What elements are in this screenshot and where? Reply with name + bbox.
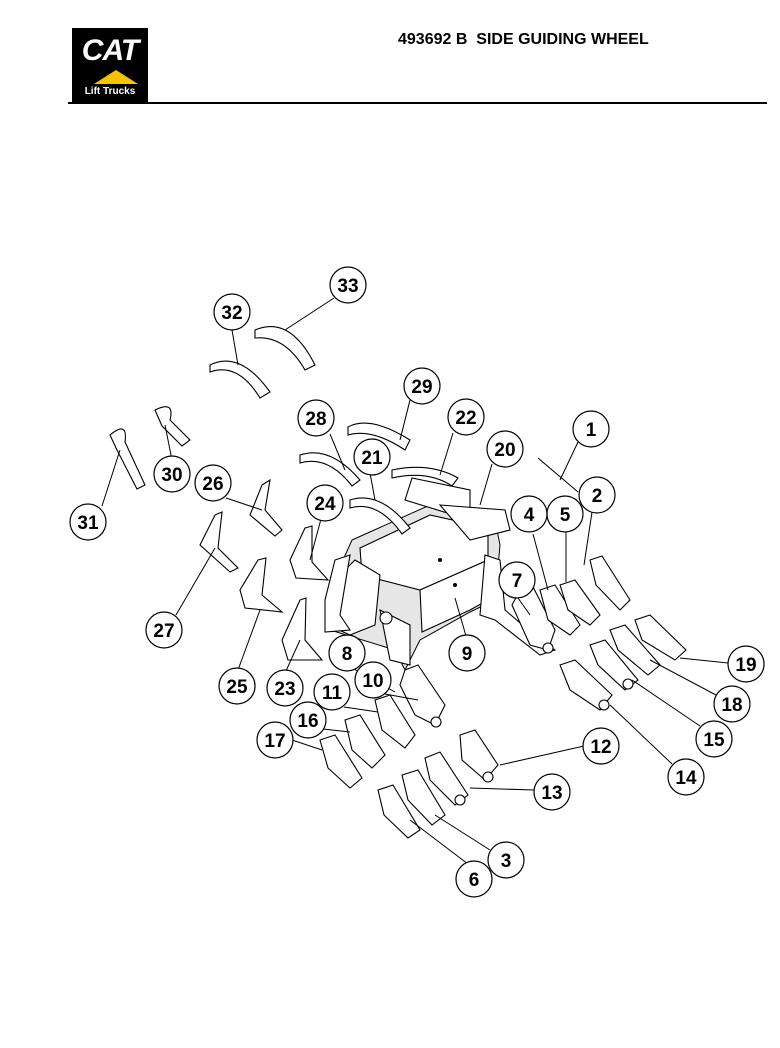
callout-33: 33 <box>329 266 367 304</box>
svg-text:25: 25 <box>226 677 248 698</box>
svg-text:29: 29 <box>411 377 432 398</box>
callout-10: 10 <box>354 661 392 699</box>
callout-29: 29 <box>403 367 441 405</box>
svg-text:32: 32 <box>221 303 242 324</box>
callout-8: 8 <box>328 634 366 672</box>
callout-21: 21 <box>353 438 391 476</box>
svg-text:6: 6 <box>469 870 480 891</box>
callout-19: 19 <box>727 645 765 683</box>
callout-9: 9 <box>448 634 486 672</box>
callout-17: 17 <box>256 721 294 759</box>
callout-2: 2 <box>578 476 616 514</box>
callout-14: 14 <box>667 758 705 796</box>
logo-subtext: Lift Trucks <box>84 86 136 97</box>
pin <box>537 457 579 493</box>
header-divider <box>68 102 767 104</box>
svg-text:24: 24 <box>314 494 336 515</box>
svg-text:8: 8 <box>342 644 353 665</box>
callout-20: 20 <box>486 430 524 468</box>
callout-23: 23 <box>266 669 304 707</box>
svg-text:18: 18 <box>721 695 742 716</box>
svg-text:13: 13 <box>541 783 562 804</box>
svg-text:11: 11 <box>322 683 343 704</box>
svg-text:28: 28 <box>305 409 326 430</box>
svg-text:33: 33 <box>337 276 358 297</box>
svg-text:23: 23 <box>274 679 295 700</box>
callout-5: 5 <box>546 495 584 533</box>
callout-28: 28 <box>297 399 335 437</box>
callout-4: 4 <box>510 495 548 533</box>
svg-text:2: 2 <box>592 486 603 507</box>
svg-text:14: 14 <box>675 768 697 789</box>
svg-text:20: 20 <box>494 440 515 461</box>
svg-text:26: 26 <box>202 474 223 495</box>
callout-24: 24 <box>306 484 344 522</box>
callout-15: 15 <box>695 720 733 758</box>
callout-30: 30 <box>153 455 191 493</box>
logo-triangle-icon <box>94 70 138 84</box>
cat-lift-trucks-logo: CAT Lift Trucks <box>72 28 148 102</box>
callout-12: 12 <box>582 727 620 765</box>
leader-lines <box>101 297 729 865</box>
side-plates <box>199 478 351 661</box>
svg-text:27: 27 <box>153 621 174 642</box>
callout-6: 6 <box>455 860 493 898</box>
svg-text:30: 30 <box>161 465 182 486</box>
callout-25: 25 <box>218 667 256 705</box>
svg-text:4: 4 <box>524 505 535 526</box>
svg-text:5: 5 <box>560 505 571 526</box>
callout-16: 16 <box>289 701 327 739</box>
callout-27: 27 <box>145 611 183 649</box>
callout-11: 11 <box>313 673 351 711</box>
svg-text:1: 1 <box>586 420 597 441</box>
page-title: 493692 B SIDE GUIDING WHEEL <box>398 31 649 48</box>
callout-1: 1 <box>572 410 610 448</box>
svg-text:31: 31 <box>77 513 99 534</box>
callout-32: 32 <box>213 293 251 331</box>
svg-text:10: 10 <box>362 671 383 692</box>
callout-31: 31 <box>69 503 107 541</box>
logo-wordmark: CAT <box>81 34 139 67</box>
svg-text:22: 22 <box>455 408 476 429</box>
svg-text:3: 3 <box>501 851 512 872</box>
callout-13: 13 <box>533 773 571 811</box>
roller-fork-assemblies <box>319 555 687 839</box>
svg-text:15: 15 <box>703 730 725 751</box>
svg-text:21: 21 <box>361 448 383 469</box>
callout-26: 26 <box>194 464 232 502</box>
callout-7: 7 <box>498 561 536 599</box>
callout-3: 3 <box>487 841 525 879</box>
svg-text:16: 16 <box>297 711 318 732</box>
svg-text:7: 7 <box>512 571 523 592</box>
svg-text:17: 17 <box>264 731 285 752</box>
callout-18: 18 <box>713 685 751 723</box>
curved-brackets <box>109 326 459 535</box>
svg-text:12: 12 <box>590 737 611 758</box>
svg-text:9: 9 <box>462 644 473 665</box>
callout-22: 22 <box>447 398 485 436</box>
svg-text:19: 19 <box>735 655 756 676</box>
